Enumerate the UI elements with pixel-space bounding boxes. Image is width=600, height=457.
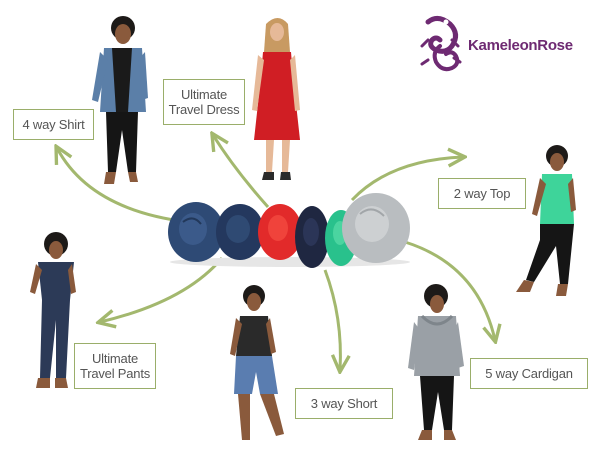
label-four-way-shirt: 4 way Shirt bbox=[13, 109, 94, 140]
arrow-to-pants bbox=[100, 257, 224, 322]
label-travel-dress: Ultimate Travel Dress bbox=[163, 79, 245, 125]
arrow-to-two-way-top bbox=[350, 157, 463, 202]
label-three-way-short: 3 way Short bbox=[295, 388, 393, 419]
roll-dark-denim bbox=[216, 204, 264, 260]
model-two-way-top bbox=[516, 145, 576, 296]
roll-red bbox=[258, 204, 302, 260]
rolled-garments bbox=[168, 193, 410, 268]
model-five-way-cardigan bbox=[408, 284, 464, 440]
arrow-to-five-way-cardigan bbox=[404, 240, 495, 340]
roll-blue-denim bbox=[168, 202, 224, 262]
label-travel-pants-line2: Travel Pants bbox=[79, 366, 151, 381]
model-travel-dress bbox=[252, 18, 300, 180]
model-three-way-short bbox=[230, 285, 284, 440]
roll-grey bbox=[342, 193, 410, 263]
roll-navy bbox=[295, 206, 329, 268]
arrow-to-dress bbox=[213, 135, 270, 208]
brand-name: KameleonRose bbox=[468, 37, 573, 54]
label-travel-dress-line1: Ultimate bbox=[180, 87, 228, 102]
arrow-to-four-way-shirt bbox=[57, 148, 189, 224]
label-three-way-short-text: 3 way Short bbox=[310, 396, 378, 411]
label-four-way-shirt-text: 4 way Shirt bbox=[22, 117, 85, 132]
model-four-way-shirt bbox=[92, 16, 148, 184]
arrow-to-three-way-short bbox=[323, 269, 340, 370]
label-five-way-cardigan-text: 5 way Cardigan bbox=[485, 366, 573, 381]
label-travel-pants: Ultimate Travel Pants bbox=[74, 343, 156, 389]
label-two-way-top: 2 way Top bbox=[438, 178, 526, 209]
label-travel-pants-line1: Ultimate bbox=[91, 351, 139, 366]
chameleon-logo bbox=[420, 16, 462, 72]
label-five-way-cardigan: 5 way Cardigan bbox=[470, 358, 588, 389]
model-travel-pants bbox=[30, 232, 76, 388]
label-two-way-top-text: 2 way Top bbox=[453, 186, 511, 201]
label-travel-dress-line2: Travel Dress bbox=[168, 102, 240, 117]
